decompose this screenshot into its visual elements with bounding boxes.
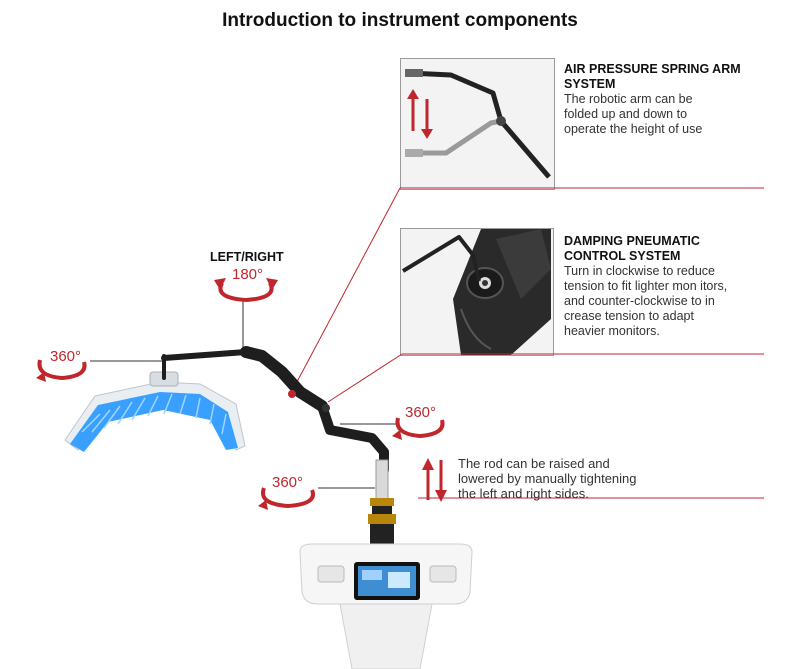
led-panel — [64, 371, 246, 452]
rod-arrows-icon — [422, 458, 447, 502]
spring-arm-illustration — [401, 59, 554, 189]
rotation-180-label: 180° — [232, 266, 264, 283]
rotation-head-label: 360° — [50, 348, 82, 365]
base-unit — [299, 543, 473, 669]
pole — [368, 459, 396, 546]
damping-heading: DAMPING PNEUMATIC CONTROL SYSTEM — [564, 234, 700, 263]
spring-arm-heading: AIR PRESSURE SPRING ARM SYSTEM — [564, 62, 741, 91]
page-title: Introduction to instrument components — [222, 10, 578, 31]
rotation-180-icon — [218, 282, 274, 303]
rotation-pole-icon — [261, 487, 315, 509]
rotation-pole-label: 360° — [272, 474, 304, 491]
leader-lines — [289, 187, 764, 499]
damping-knob-photo — [400, 228, 554, 356]
damping-knob-illustration — [401, 229, 553, 355]
rod-adjust-note: The rod can be raised and lowered by man… — [458, 456, 637, 501]
rotation-elbow-icon — [395, 417, 445, 439]
spring-arm-text: The robotic arm can be folded up and dow… — [564, 92, 703, 136]
damping-description: DAMPING PNEUMATIC CONTROL SYSTEM Turn in… — [564, 234, 789, 339]
left-right-label: LEFT/RIGHT — [210, 250, 284, 264]
pointer-lines — [90, 300, 399, 489]
rotation-elbow-label: 360° — [405, 404, 437, 421]
robotic-arm — [161, 346, 389, 475]
spring-arm-description: AIR PRESSURE SPRING ARM SYSTEM The robot… — [564, 62, 779, 137]
spring-arm-photo — [400, 58, 555, 190]
damping-text: Turn in clockwise to reduce tension to f… — [564, 264, 728, 338]
rotation-head-icon — [37, 359, 87, 381]
